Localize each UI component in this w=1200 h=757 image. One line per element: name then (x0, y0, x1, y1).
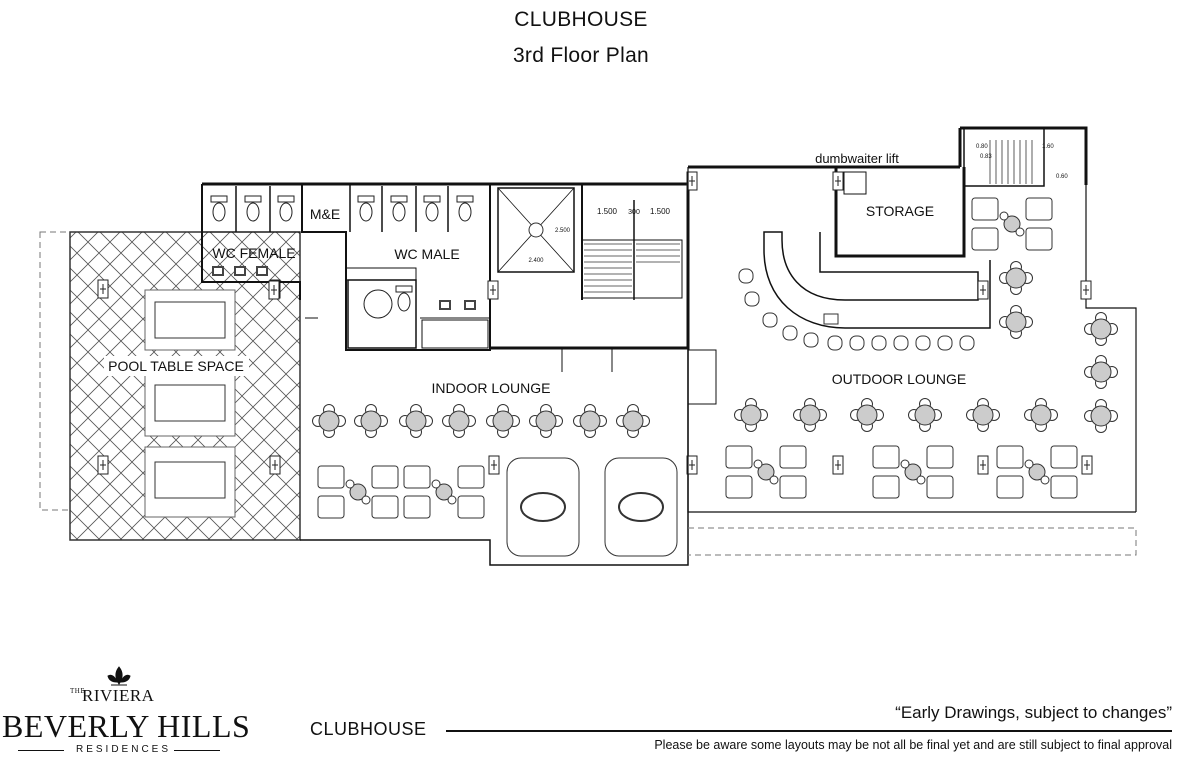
room-label-me: M&E (310, 206, 340, 222)
page-title: CLUBHOUSE (514, 8, 648, 31)
dim-stair-right: 1.500 (650, 207, 671, 216)
footer-section-label: CLUBHOUSE (310, 719, 427, 739)
dim-small-c: 0.60 (1056, 174, 1068, 180)
room-label-outdoor-lounge: OUTDOOR LOUNGE (832, 371, 967, 387)
label-dumbwaiter-lift: dumbwaiter lift (815, 151, 899, 166)
room-label-pool-table-space: POOL TABLE SPACE (108, 358, 244, 374)
stair-treads (584, 243, 680, 293)
dim-lift-w: 2.500 (555, 228, 571, 234)
room-label-wc-male: WC MALE (394, 246, 459, 262)
bar-stools (738, 268, 975, 351)
outdoor-lounge-walls (687, 126, 1137, 556)
logo-rule-right (174, 750, 220, 751)
room-label-wc-female: WC FEMALE (212, 245, 295, 261)
dim-small-d: 1.60 (1042, 144, 1054, 150)
floor-plan: POOL TABLE SPACE WC FEMALE M&E WC MALE (39, 126, 1137, 566)
sofa-sets (506, 457, 678, 557)
indoor-dining-sets (317, 465, 485, 519)
logo-the: THE (70, 687, 86, 695)
logo-brand: BEVERLY HILLS (2, 708, 251, 744)
dim-stair-left: 1.500 (597, 207, 618, 216)
dim-lift-h: 2.400 (528, 258, 544, 264)
wc-block (201, 182, 491, 351)
indoor-round-tables (312, 404, 650, 438)
dim-small-a: 0.80 (976, 144, 988, 150)
logo-residences: RESIDENCES (76, 744, 172, 755)
logo-riviera: RIVIERA (82, 686, 155, 705)
pool-tables (144, 289, 236, 518)
brand-logo: THE RIVIERA BEVERLY HILLS RESIDENCES (0, 664, 250, 757)
page-subtitle: 3rd Floor Plan (512, 44, 650, 67)
footer-rule (446, 730, 1172, 732)
fleur-icon (107, 666, 131, 686)
dim-small-b: 0.83 (980, 154, 992, 160)
footer-note: “Early Drawings, subject to changes” (895, 703, 1172, 722)
footer-disclaimer: Please be aware some layouts may be not … (654, 738, 1172, 752)
dim-stair-mid: 300 (628, 209, 640, 216)
logo-rule-left (18, 750, 64, 751)
room-label-indoor-lounge: INDOOR LOUNGE (431, 380, 550, 396)
storage-stair-treads (989, 140, 1033, 184)
room-label-storage: STORAGE (866, 203, 934, 219)
